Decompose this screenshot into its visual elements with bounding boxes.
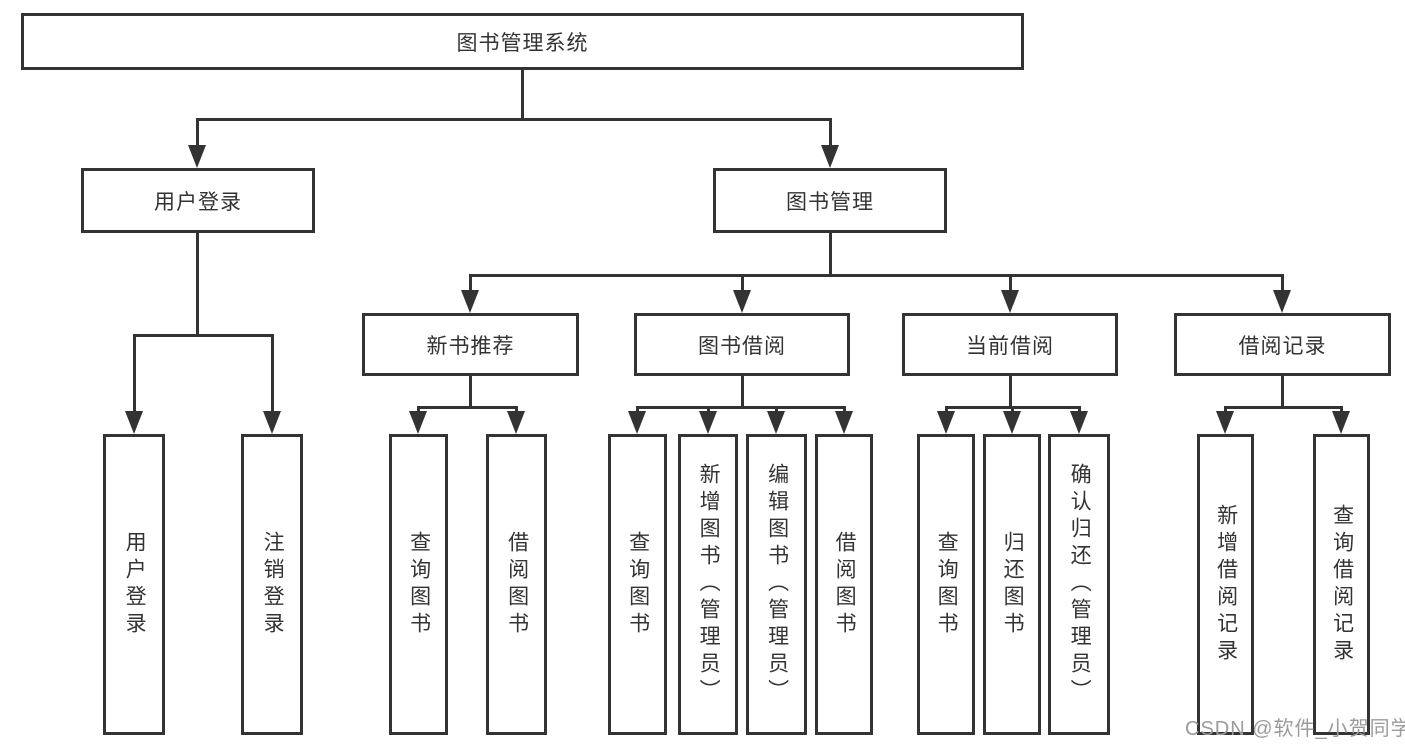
leaf-confirm-return-admin: 确认归还（管理员） xyxy=(1048,434,1110,735)
arrow-down-icon xyxy=(937,411,955,434)
arrow-down-icon xyxy=(1001,290,1019,313)
watermark: CSDN @软件_小贺同学 xyxy=(1185,718,1405,740)
connector-stub xyxy=(707,406,710,414)
arrow-down-icon xyxy=(188,145,206,168)
node-user-login: 用户登录 xyxy=(81,168,315,233)
arrow-down-icon xyxy=(1332,411,1350,434)
connector-stub xyxy=(515,406,518,414)
leaf-return-book: 归还图书 xyxy=(983,434,1041,735)
arrow-down-icon xyxy=(1216,411,1234,434)
connector-stub xyxy=(843,406,846,414)
arrow-down-icon xyxy=(1003,411,1021,434)
connector-stub xyxy=(1011,406,1014,414)
connector-bookborrow-bar xyxy=(636,406,846,409)
connector-records-bar xyxy=(1224,406,1343,409)
node-label: 图书管理 xyxy=(786,190,874,214)
leaf-logout: 注销登录 xyxy=(241,434,303,735)
arrow-down-icon xyxy=(1070,411,1088,434)
node-current-borrowing: 当前借阅 xyxy=(902,313,1118,376)
connector-newbook-bar xyxy=(417,406,518,409)
connector-stub xyxy=(417,406,420,414)
connector-login-leaf-drop xyxy=(133,334,136,414)
leaf-borrow-books-newbook: 借阅图书 xyxy=(486,434,547,735)
connector-stub xyxy=(945,406,948,414)
node-label: 当前借阅 xyxy=(966,334,1054,358)
connector-mgmt-bar xyxy=(469,274,1284,277)
connector-bookborrow-stem xyxy=(741,374,744,409)
node-borrowing-records: 借阅记录 xyxy=(1174,313,1391,376)
leaf-label: 用户登录 xyxy=(123,530,147,639)
leaf-label: 借阅图书 xyxy=(833,530,857,639)
node-book-management: 图书管理 xyxy=(713,168,947,233)
connector-currentborrow-drop xyxy=(1009,274,1012,294)
connector-root-bar xyxy=(196,118,832,121)
leaf-label: 新增借阅记录 xyxy=(1214,503,1238,666)
arrow-down-icon xyxy=(461,290,479,313)
leaf-user-login: 用户登录 xyxy=(103,434,165,735)
leaf-label: 新增图书（管理员） xyxy=(697,463,721,706)
connector-stub xyxy=(1224,406,1227,414)
connector-stub xyxy=(775,406,778,414)
node-book-borrowing: 图书借阅 xyxy=(634,313,850,376)
leaf-label: 查询图书 xyxy=(935,530,959,639)
node-label: 新书推荐 xyxy=(426,334,515,358)
arrow-down-icon xyxy=(767,411,785,434)
arrow-down-icon xyxy=(507,411,525,434)
leaf-label: 编辑图书（管理员） xyxy=(765,463,789,706)
leaf-label: 确认归还（管理员） xyxy=(1068,463,1092,706)
leaf-edit-book-admin: 编辑图书（管理员） xyxy=(746,434,807,735)
connector-login-stem xyxy=(196,232,199,337)
leaf-borrow-books-borrow: 借阅图书 xyxy=(815,434,873,735)
leaf-label: 归还图书 xyxy=(1001,530,1025,639)
connector-book-mgmt-drop xyxy=(829,118,832,150)
node-label: 图书借阅 xyxy=(698,334,786,358)
leaf-label: 查询图书 xyxy=(626,530,650,639)
connector-stub xyxy=(1078,406,1081,414)
connector-records-stem xyxy=(1281,374,1284,409)
arrow-down-icon xyxy=(263,411,281,434)
connector-user-login-drop xyxy=(196,118,199,150)
leaf-label: 注销登录 xyxy=(261,530,285,639)
arrow-down-icon xyxy=(733,290,751,313)
connector-stub xyxy=(636,406,639,414)
leaf-label: 借阅图书 xyxy=(505,530,529,639)
node-label: 图书管理系统 xyxy=(456,31,589,55)
leaf-query-books-newbook: 查询图书 xyxy=(389,434,448,735)
leaf-add-borrow-record: 新增借阅记录 xyxy=(1197,434,1254,735)
leaf-label: 查询借阅记录 xyxy=(1330,503,1354,666)
connector-currentborrow-stem xyxy=(1009,374,1012,409)
connector-login-bar xyxy=(133,334,274,337)
arrow-down-icon xyxy=(125,411,143,434)
arrow-down-icon xyxy=(409,411,427,434)
leaf-query-borrow-record: 查询借阅记录 xyxy=(1313,434,1370,735)
node-label: 借阅记录 xyxy=(1238,334,1327,358)
leaf-label: 查询图书 xyxy=(407,530,431,639)
arrow-down-icon xyxy=(699,411,717,434)
arrow-down-icon xyxy=(835,411,853,434)
connector-stub xyxy=(1340,406,1343,414)
arrow-down-icon xyxy=(628,411,646,434)
leaf-query-books-borrow: 查询图书 xyxy=(608,434,667,735)
node-label: 用户登录 xyxy=(154,190,242,214)
node-library-management-system: 图书管理系统 xyxy=(21,13,1024,70)
connector-root-stem xyxy=(521,69,524,121)
arrow-down-icon xyxy=(1273,290,1291,313)
connector-logout-leaf-drop xyxy=(271,334,274,414)
connector-newbook-stem xyxy=(469,374,472,409)
connector-newbook-drop xyxy=(469,274,472,294)
arrow-down-icon xyxy=(821,145,839,168)
leaf-query-books-current: 查询图书 xyxy=(917,434,975,735)
node-new-book-recommend: 新书推荐 xyxy=(362,313,579,376)
connector-bookborrow-drop xyxy=(741,274,744,294)
leaf-add-book-admin: 新增图书（管理员） xyxy=(678,434,738,735)
connector-records-drop xyxy=(1281,274,1284,294)
connector-mgmt-stem xyxy=(829,232,832,277)
